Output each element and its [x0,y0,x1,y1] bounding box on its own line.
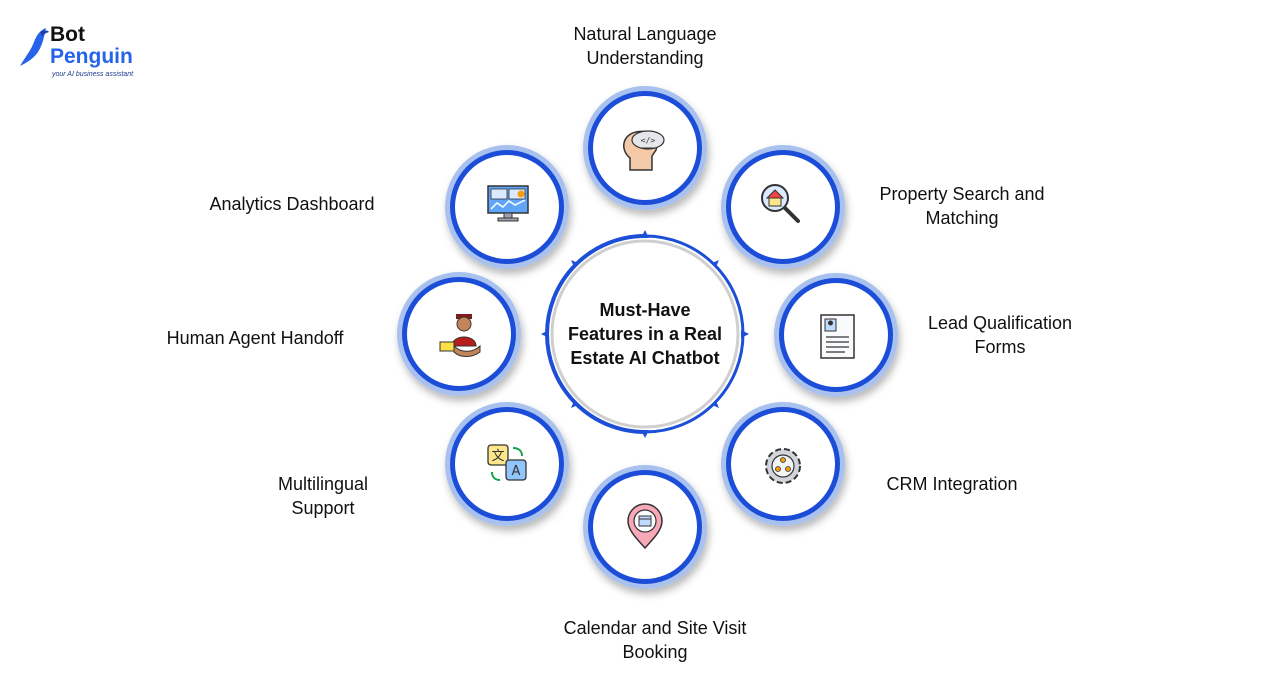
feature-label-line: Human Agent Handoff [166,328,344,348]
center-title-line: Estate AI Chatbot [570,348,720,368]
center-title: Must-Have Features in a Real Estate AI C… [560,298,730,370]
feature-label-analytics: Analytics Dashboard [192,192,392,216]
penguin-logo-icon [20,28,49,66]
feature-label-line: Lead Qualification [927,313,1073,333]
svg-text:</>: </> [641,136,656,145]
feature-label-line: Calendar and Site Visit [563,618,747,638]
analytics-monitor-icon [487,185,529,222]
brand-tagline: your AI business assistant [52,71,134,78]
feature-label-crm: CRM Integration [862,472,1042,496]
feature-label-lead-forms: Lead Qualification Forms [900,311,1100,359]
feature-label-line: Natural Language [573,24,717,44]
feature-node-handoff [397,272,521,396]
feature-label-line: CRM Integration [886,474,1018,494]
house-search-icon [761,184,800,223]
brand-name-top: Bot [50,23,85,46]
feature-label-line: Analytics Dashboard [209,194,375,214]
brain-code-icon: </> [623,130,665,171]
feature-label-handoff: Human Agent Handoff [145,326,365,350]
form-checklist-icon [820,314,855,359]
feature-label-calendar: Calendar and Site Visit Booking [535,616,775,664]
feature-label-line: Property Search and [879,184,1045,204]
brand-logo: Bot Penguin your AI business assistant [18,24,158,84]
brand-name-bottom: Penguin [50,45,133,68]
center-title-line: Features in a Real [567,324,723,344]
feature-label-line: Booking [622,642,688,662]
feature-label-line: Multilingual [277,474,369,494]
agent-handoff-icon [439,314,481,357]
center-hub [541,230,749,438]
gear-people-icon [765,448,801,484]
feature-label-multilingual: Multilingual Support [243,472,403,520]
svg-text:A: A [512,464,521,479]
feature-label-line: Matching [925,208,999,228]
feature-label-line: Forms [974,337,1026,357]
feature-label-line: Understanding [586,48,704,68]
translate-icon: 文 A [487,444,527,481]
feature-label-line: Support [291,498,355,518]
feature-label-nlu: Natural Language Understanding [535,22,755,70]
svg-text:文: 文 [491,449,504,464]
location-calendar-icon [627,503,663,550]
center-title-line: Must-Have [599,300,691,320]
feature-label-property-search: Property Search and Matching [852,182,1072,230]
